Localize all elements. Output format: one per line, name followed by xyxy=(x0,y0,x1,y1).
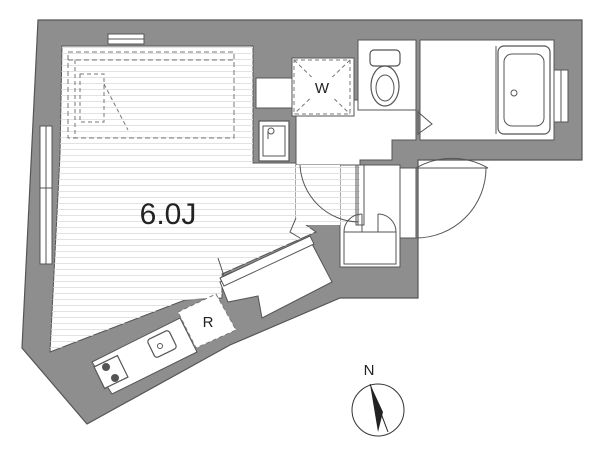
window-top xyxy=(107,33,145,45)
closet-outline xyxy=(67,51,235,139)
kitchen-sink-icon xyxy=(147,330,177,358)
bathroom-door xyxy=(417,110,433,135)
main-room xyxy=(49,45,318,395)
closet xyxy=(67,51,235,139)
angled-storage xyxy=(217,217,333,319)
toilet-icon xyxy=(369,49,401,107)
room-size-label: 6.0J xyxy=(140,198,197,231)
shelf-niche xyxy=(255,77,293,109)
north-compass: N xyxy=(351,362,405,437)
bathtub-icon xyxy=(495,45,551,135)
front-door-swing xyxy=(415,157,489,169)
fridge-label: R xyxy=(203,314,214,331)
closet-inner-box xyxy=(79,73,105,123)
compass-needle-icon xyxy=(370,384,383,432)
window-right xyxy=(553,69,569,123)
stove-icon xyxy=(93,354,129,390)
compass-ring xyxy=(351,383,405,437)
washer-label: W xyxy=(315,80,330,97)
washer-box: W xyxy=(293,59,351,115)
wash-basin-icon xyxy=(258,120,290,162)
shoe-cabinet xyxy=(343,213,397,265)
window-left xyxy=(39,125,53,265)
fridge-space: R xyxy=(177,293,237,349)
north-label: N xyxy=(364,362,375,379)
closet-diagonal xyxy=(103,83,129,131)
